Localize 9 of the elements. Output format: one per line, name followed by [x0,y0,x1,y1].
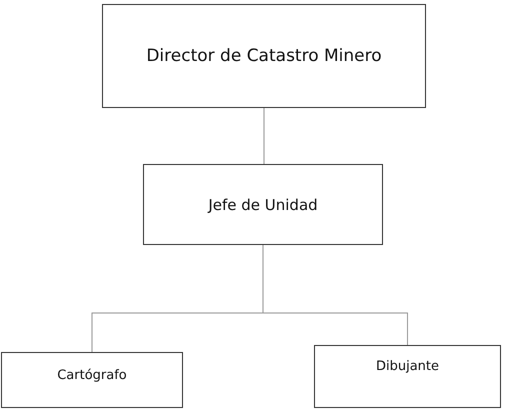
org-box [314,345,501,408]
org-box [102,4,426,108]
org-box [1,352,183,408]
role-title: Cartógrafo [57,368,127,382]
org-box [143,164,383,245]
role-title: Director de Catastro Minero [146,46,382,66]
connector-line [262,244,408,346]
role-title: Jefe de Unidad [208,196,318,214]
role-title: Dibujante [376,359,440,374]
